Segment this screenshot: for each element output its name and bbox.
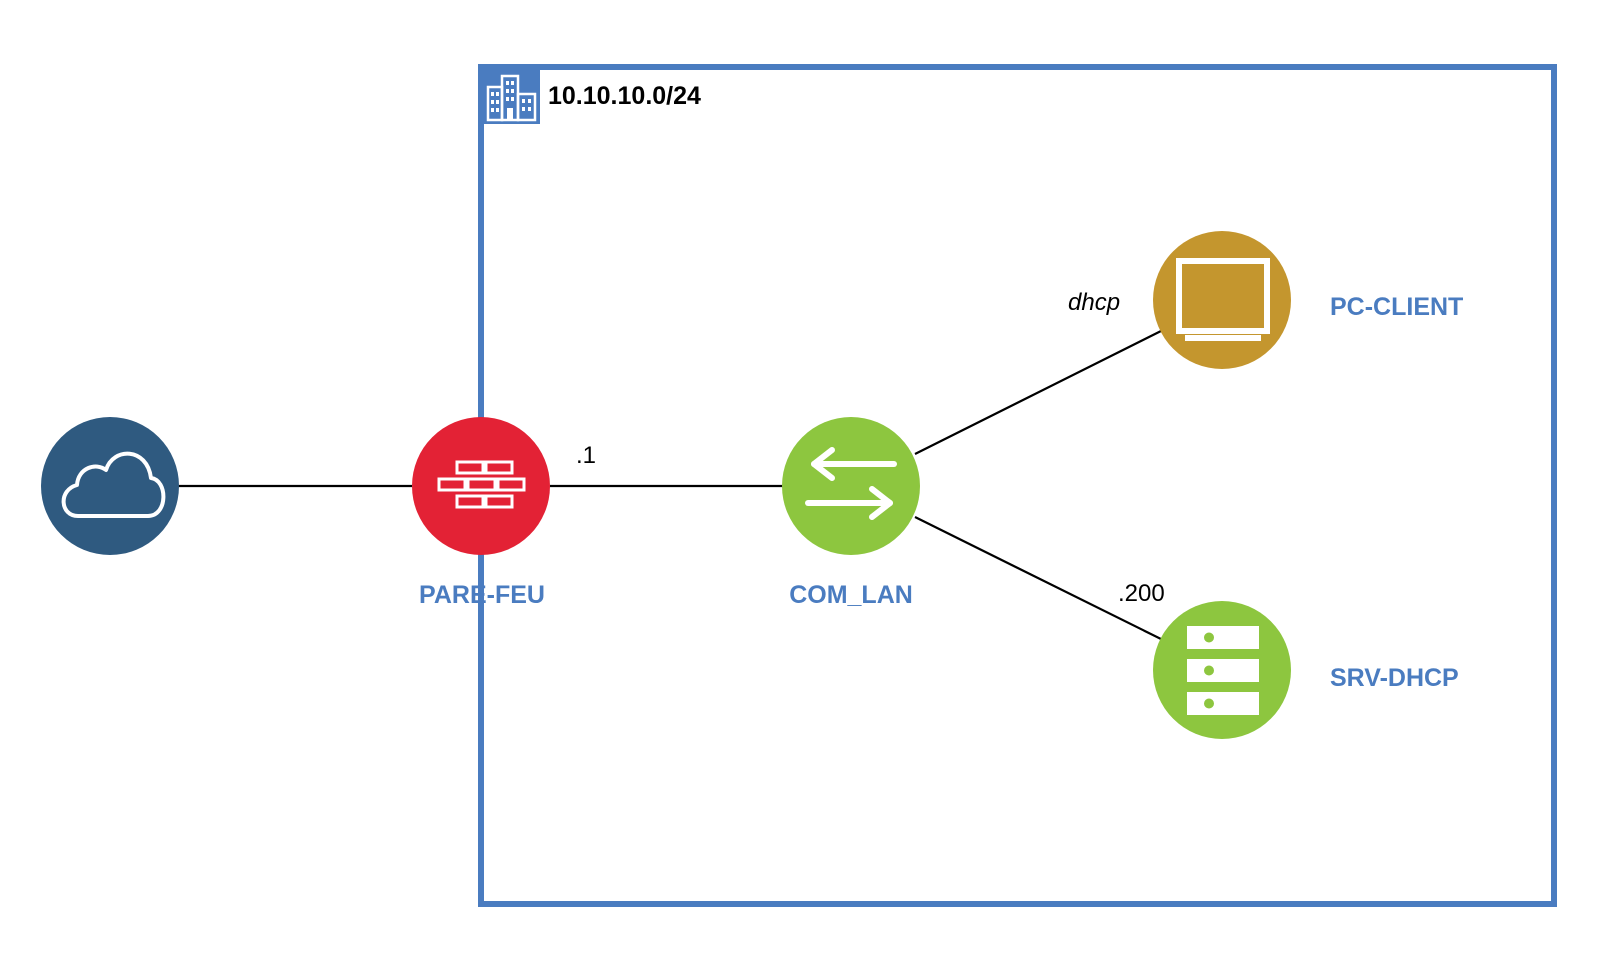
firewall-node[interactable] xyxy=(412,417,550,555)
link-label-switch-pc: dhcp xyxy=(1068,289,1120,316)
server-icon xyxy=(1187,626,1259,715)
link-switch-server xyxy=(914,516,1166,642)
switch-arrows-icon xyxy=(805,447,897,520)
building-icon xyxy=(481,67,540,124)
internet-node[interactable] xyxy=(41,417,179,555)
firewall-label: PARE-FEU xyxy=(419,581,545,609)
switch-node[interactable] xyxy=(782,417,920,555)
switch-label: COM_LAN xyxy=(789,581,913,609)
link-label-firewall-switch: .1 xyxy=(576,442,596,469)
server-node[interactable] xyxy=(1153,601,1291,739)
pc-label: PC-CLIENT xyxy=(1330,293,1463,321)
cloud-icon xyxy=(61,451,166,518)
link-switch-pc xyxy=(914,328,1166,455)
server-label: SRV-DHCP xyxy=(1330,664,1459,692)
links xyxy=(178,328,1166,642)
link-label-switch-server: .200 xyxy=(1118,580,1165,607)
subnet-label: 10.10.10.0/24 xyxy=(548,82,701,110)
pc-node[interactable] xyxy=(1153,231,1291,369)
firewall-icon xyxy=(437,460,526,509)
monitor-icon xyxy=(1176,258,1270,341)
